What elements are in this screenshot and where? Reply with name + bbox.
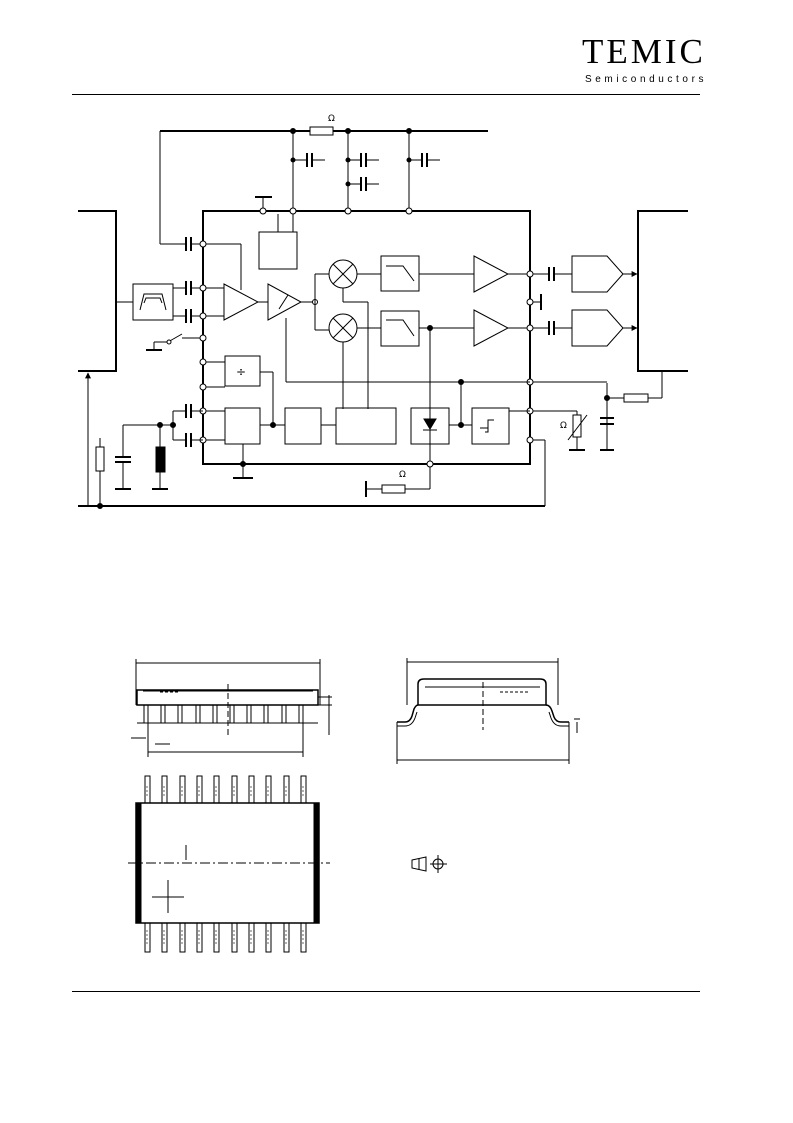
mixer-i: [328, 259, 358, 289]
footer-rule: [72, 991, 700, 992]
output-amplifier-upper: [473, 255, 510, 293]
resistor-label-top: Ω: [328, 114, 335, 124]
block-diagram: Ω: [78, 114, 688, 509]
resistor: [95, 446, 105, 472]
right-processor-box: [637, 210, 688, 372]
logo-subtitle: Semiconductors: [585, 74, 708, 85]
decoupling-capacitors: [293, 153, 440, 191]
resistor-label-right: Ω: [560, 421, 567, 431]
temic-logo: TEMIC Semiconductors: [582, 30, 704, 90]
lowpass-filter-upper: [380, 255, 420, 292]
top-leads-upper: [144, 775, 307, 804]
capacitor: [185, 237, 192, 251]
divider-block: [224, 355, 261, 387]
limiting-amplifier: [267, 283, 303, 321]
resistor: [309, 126, 334, 136]
resistor: [381, 484, 406, 494]
resistor-label-bottom: Ω: [399, 470, 406, 480]
lowpass-filter-lower: [380, 310, 420, 347]
package-side-view: [131, 659, 332, 757]
saw-filter: [132, 283, 174, 321]
resistor: [623, 393, 649, 403]
input-amplifier: [223, 283, 260, 321]
package-top-view: [128, 775, 330, 953]
header-rule: [72, 94, 700, 95]
package-body-end: [417, 678, 547, 706]
projection-symbol: [411, 855, 447, 873]
output-amplifier-lower: [473, 309, 510, 347]
phase-detector-block: [284, 407, 322, 445]
comparator-lower: [571, 309, 624, 347]
schmitt-trigger-block: [471, 407, 510, 445]
inductor: [155, 446, 166, 473]
oscillator-block: [224, 407, 261, 445]
mixer-q: [328, 313, 358, 343]
logo-title: TEMIC: [582, 32, 706, 71]
regulator-block: [258, 231, 298, 270]
divider-symbol: ÷: [236, 365, 246, 379]
potentiometer: [572, 414, 582, 438]
top-leads-lower: [144, 922, 307, 953]
control-logic-block: [335, 407, 397, 445]
comparator-upper: [571, 255, 624, 293]
left-processor-box: [78, 210, 117, 372]
package-end-view: [396, 658, 580, 764]
